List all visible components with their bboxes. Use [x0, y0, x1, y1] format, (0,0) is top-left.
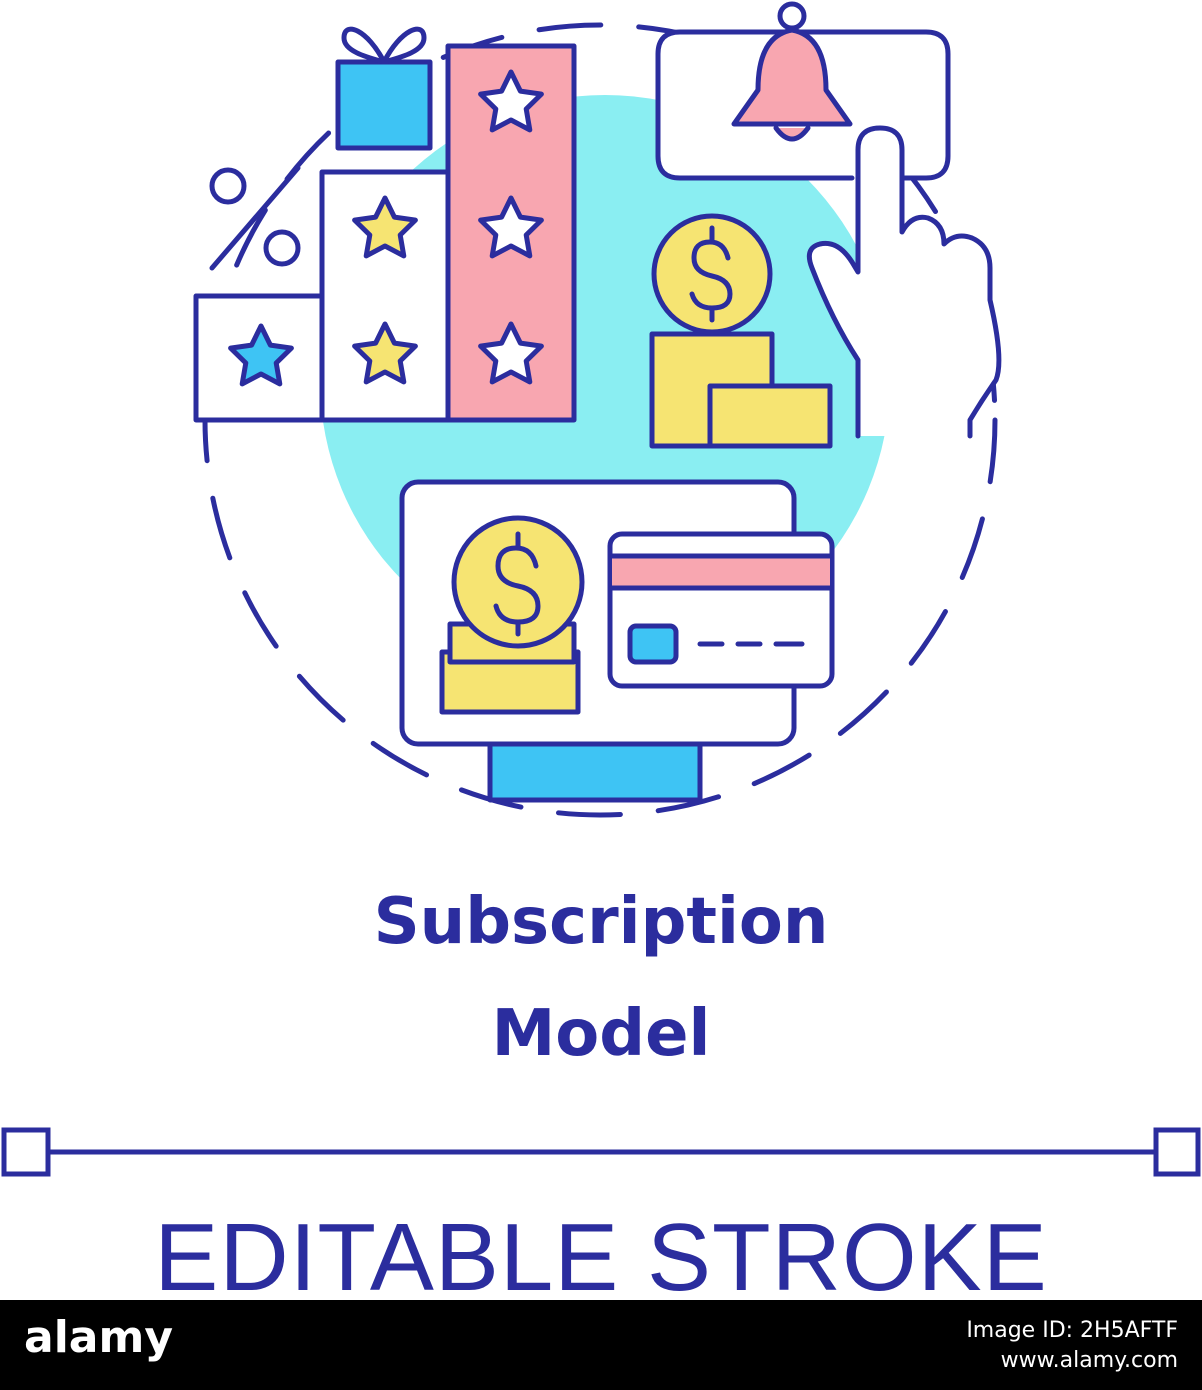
star-icon: [352, 321, 418, 385]
title-line-1: Subscription: [373, 885, 829, 959]
stroke-handle-left: [1, 1127, 51, 1177]
star-icon: [352, 195, 418, 259]
star-icon: [228, 323, 294, 387]
subscription-model-illustration: [193, 1, 1002, 818]
star-icon: [478, 69, 544, 133]
editable-stroke-line: [1, 1127, 1201, 1177]
editable-stroke-caption: EDITABLE STROKE: [154, 1204, 1048, 1311]
pointing-hand-icon: [806, 125, 1002, 439]
stroke-handle-right: [1153, 1127, 1201, 1177]
watermark-band: [0, 1300, 1202, 1390]
title-line-2: Model: [491, 997, 711, 1071]
credit-card-icon: [607, 531, 835, 689]
coin-icon: [439, 515, 585, 715]
site-url: www.alamy.com: [1000, 1348, 1178, 1373]
star-icon: [478, 195, 544, 259]
star-icon: [478, 321, 544, 385]
watermark-brand: alamy: [24, 1312, 173, 1363]
gift-icon: [335, 26, 433, 151]
coin-icon: [649, 213, 833, 449]
percent-icon: [209, 165, 301, 271]
bell-icon: [731, 1, 853, 142]
watermark-image-info: Image ID: 2H5AFTF www.alamy.com: [966, 1316, 1178, 1376]
image-id-label: Image ID: 2H5AFTF: [966, 1318, 1178, 1343]
